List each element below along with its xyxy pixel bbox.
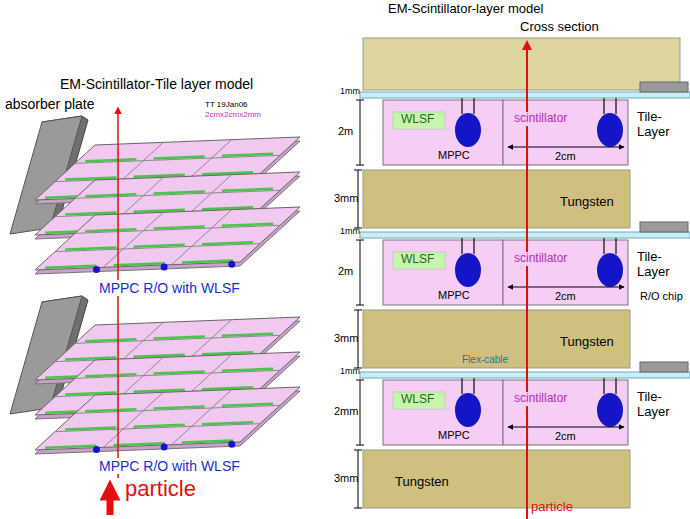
dimension: 1mm [340, 86, 360, 96]
part-name: particle [125, 476, 196, 501]
part-name: Tile-Layer [637, 110, 687, 140]
dimension: 2mm [334, 405, 358, 418]
part-name: MPPC R/O with WLSF [97, 280, 242, 296]
part-name: absorber plate [5, 96, 95, 112]
part-name: Flex-cable [462, 354, 508, 366]
note: TT 19Jan06 [205, 100, 248, 109]
dimension: 2cm [555, 150, 576, 163]
mppc-dot [93, 446, 100, 453]
part-name: Tungsten [560, 335, 614, 350]
tile-layer [354, 82, 690, 228]
part-name: MPPC [438, 429, 470, 442]
heading: EM-Scintillator-layer model [388, 2, 543, 17]
part-name: scintillator [512, 112, 569, 126]
tile-stacks [10, 116, 300, 454]
part-name: scintillator [512, 252, 569, 266]
dimension: 1mm [340, 226, 360, 236]
tile-layer [35, 387, 300, 454]
part-name: Tile-Layer [637, 250, 687, 280]
mppc-dot [161, 443, 168, 450]
dimension: 3mm [334, 332, 358, 345]
part-name: particle [531, 500, 573, 515]
dimension: 2m [338, 265, 353, 278]
part-name: Tile-Layer [637, 390, 687, 420]
heading: Cross section [520, 20, 599, 35]
tile-layer [35, 207, 300, 274]
part-name: MPPC R/O with WLSF [97, 458, 242, 474]
tile-layer [354, 222, 690, 368]
tile-layer [354, 362, 690, 508]
cross-section [354, 38, 690, 519]
mppc-dot [161, 263, 168, 270]
dimension: 3mm [334, 472, 358, 485]
dimension: 3mm [334, 192, 358, 205]
dimension: 2cm [555, 430, 576, 443]
mppc-dot [93, 266, 100, 273]
dimension: 2cm [555, 290, 576, 303]
part-name: MPPC [438, 289, 470, 302]
part-name: Tungsten [560, 195, 614, 210]
absorber-block [363, 38, 680, 90]
part-name: MPPC [438, 149, 470, 162]
dimension: 2cmx2cmx2mm [205, 110, 261, 119]
part-name: WLSF [401, 253, 434, 267]
part-name: Tungsten [395, 475, 449, 490]
part-name: scintillator [512, 392, 569, 406]
heading: EM-Scintillator-Tile layer model [60, 76, 253, 92]
dimension: 2m [338, 125, 353, 138]
part-name: WLSF [401, 393, 434, 407]
mppc-dot [228, 261, 235, 268]
particle-track [110, 108, 118, 515]
dimension: 1mm [340, 366, 360, 376]
part-name: WLSF [401, 113, 434, 127]
part-name: R/O chip [640, 290, 683, 303]
mppc-dot [228, 441, 235, 448]
